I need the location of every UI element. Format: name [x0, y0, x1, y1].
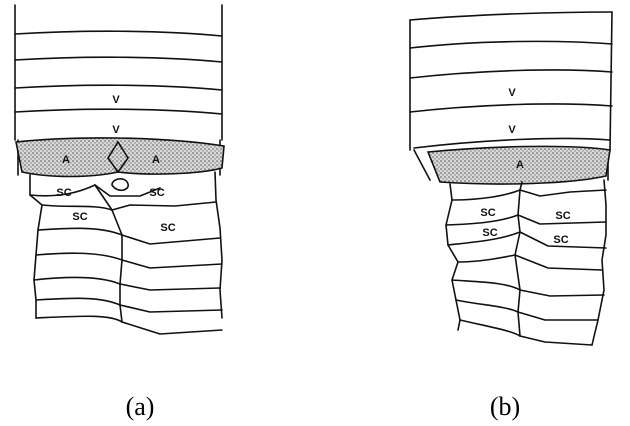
- panel-b: V V A SC SC SC SC (b): [410, 12, 612, 421]
- panel-a-label-sc-2: SC: [149, 187, 164, 199]
- panel-a-label-anal-left: A: [62, 154, 70, 166]
- panel-a-caption: (a): [126, 392, 155, 421]
- panel-b-label-sc-1: SC: [480, 207, 495, 219]
- panel-b-label-sc-3: SC: [482, 227, 497, 239]
- panel-b-caption: (b): [490, 392, 520, 421]
- panel-a-label-ventral-1: V: [112, 94, 120, 106]
- panel-a-label-anal-right: A: [152, 154, 160, 166]
- panel-b-label-sc-4: SC: [553, 234, 568, 246]
- panel-a-label-sc-4: SC: [160, 222, 175, 234]
- panel-b-label-anal: A: [516, 159, 524, 171]
- panel-b-subcaudal-scales: [446, 180, 606, 345]
- panel-b-label-ventral-1: V: [508, 87, 516, 99]
- panel-a-label-sc-1: SC: [56, 187, 71, 199]
- panel-a-label-ventral-2: V: [112, 124, 120, 136]
- panel-a-label-sc-3: SC: [72, 211, 87, 223]
- panel-b-body-left-edge: [410, 20, 430, 180]
- panel-a: V V A A SC SC SC SC (a): [15, 5, 224, 421]
- panel-b-label-sc-2: SC: [555, 210, 570, 222]
- panel-b-label-ventral-2: V: [508, 124, 516, 136]
